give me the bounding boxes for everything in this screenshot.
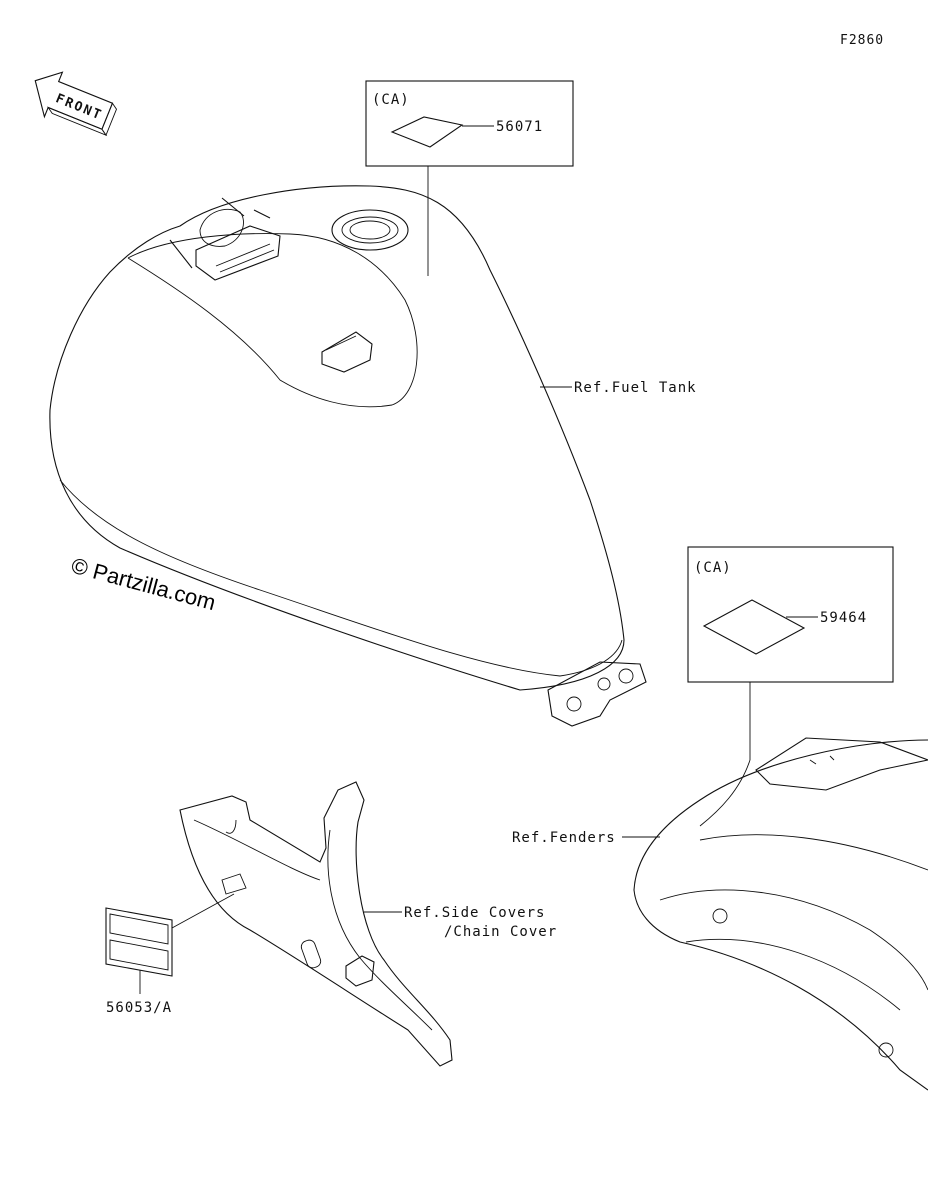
- ref-fuel-tank-label: Ref.Fuel Tank: [574, 380, 697, 396]
- front-arrow-icon: FRONT: [34, 71, 118, 137]
- fuel-valve: [169, 197, 281, 281]
- fender-drawing: [633, 737, 928, 1091]
- label-sticker-56071: [390, 116, 464, 148]
- part-number-56053A: 56053/A: [106, 1000, 172, 1016]
- front-arrow-label: FRONT: [53, 91, 104, 123]
- part-number-59464: 59464: [820, 610, 867, 626]
- fuel-tank-drawing: [49, 185, 647, 727]
- ref-fenders-label: Ref.Fenders: [512, 830, 616, 846]
- tank-latch: [321, 331, 373, 373]
- callout-box-fender: (CA) 59464: [687, 546, 894, 760]
- callout-box-tank: (CA) 56071: [365, 80, 574, 276]
- tank-mount-bracket: [547, 661, 647, 727]
- side-cover-drawing: [179, 781, 453, 1067]
- callout-region-tank: (CA): [372, 92, 410, 108]
- fuel-cap: [331, 209, 409, 251]
- ref-side-covers-label: Ref.Side Covers: [404, 905, 545, 921]
- ref-chain-cover-label: /Chain Cover: [444, 924, 557, 940]
- figure-code: F2860: [840, 33, 884, 48]
- callout-region-fender: (CA): [694, 560, 732, 576]
- label-sticker-59464: [702, 599, 806, 655]
- part-number-56071: 56071: [496, 119, 543, 135]
- label-sticker-56053A: [105, 893, 235, 994]
- watermark: © Partzilla.com: [69, 553, 219, 616]
